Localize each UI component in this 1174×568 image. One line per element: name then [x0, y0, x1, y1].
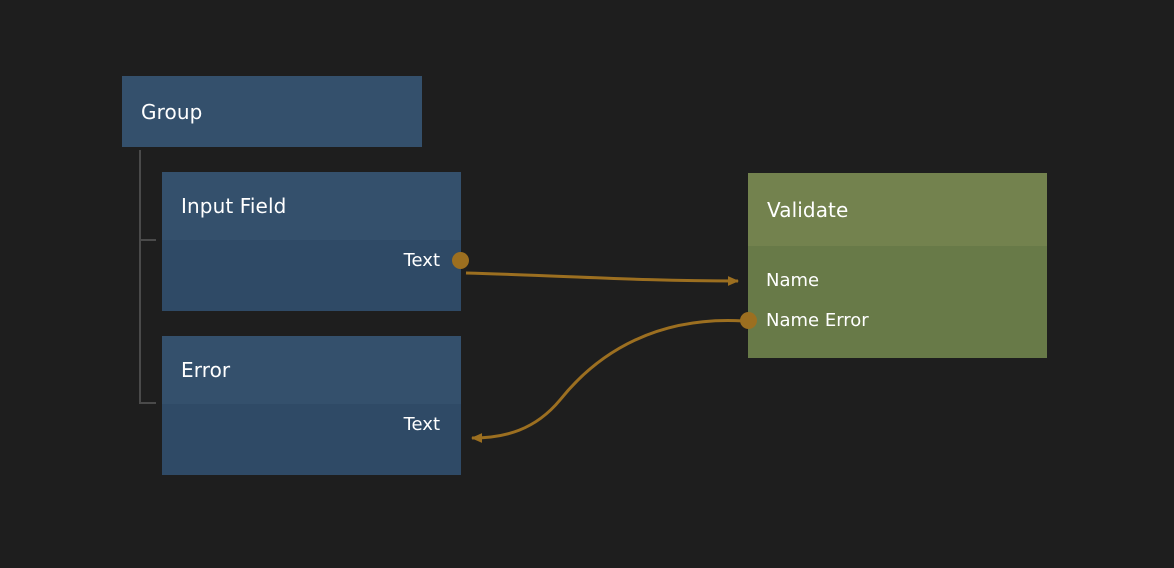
node-error-title: Error: [181, 358, 231, 382]
port-label-input-field-text: Text: [403, 249, 440, 271]
group-tree-vertical-line: [139, 150, 141, 404]
node-input-field[interactable]: Input Field Text: [162, 172, 469, 311]
node-input-field-header[interactable]: Input Field: [162, 172, 461, 240]
node-error-header[interactable]: Error: [162, 336, 461, 404]
node-input-field-body: Text: [162, 240, 469, 311]
group-tree-branch-tick-error: [139, 402, 156, 404]
port-row-validate-name[interactable]: Name: [748, 260, 1047, 300]
node-validate-header[interactable]: Validate: [748, 173, 1047, 246]
node-validate[interactable]: Validate Name Name Error: [740, 173, 1047, 358]
port-label-validate-name-error: Name Error: [766, 309, 869, 331]
port-row-input-field-text[interactable]: Text: [162, 240, 469, 280]
node-validate-title: Validate: [767, 197, 849, 222]
edge-name-error-to-text[interactable]: [471, 319, 745, 443]
port-label-error-text: Text: [403, 413, 440, 435]
group-tree-branch-tick-input-field: [139, 239, 156, 241]
node-group[interactable]: Group: [122, 76, 422, 147]
node-group-header[interactable]: Group: [122, 76, 422, 147]
output-port-circle-icon[interactable]: [452, 252, 469, 269]
node-validate-body: Name Name Error: [740, 246, 1047, 358]
node-error[interactable]: Error Text: [162, 336, 461, 475]
node-input-field-title: Input Field: [181, 194, 287, 218]
node-group-title: Group: [141, 99, 203, 124]
port-row-error-text[interactable]: Text: [162, 404, 461, 444]
node-error-body: Text: [162, 404, 461, 475]
port-row-validate-name-error[interactable]: Name Error: [740, 300, 1047, 340]
port-label-validate-name: Name: [766, 269, 820, 291]
output-port-circle-icon[interactable]: [740, 312, 757, 329]
edge-text-to-name[interactable]: [465, 271, 739, 286]
